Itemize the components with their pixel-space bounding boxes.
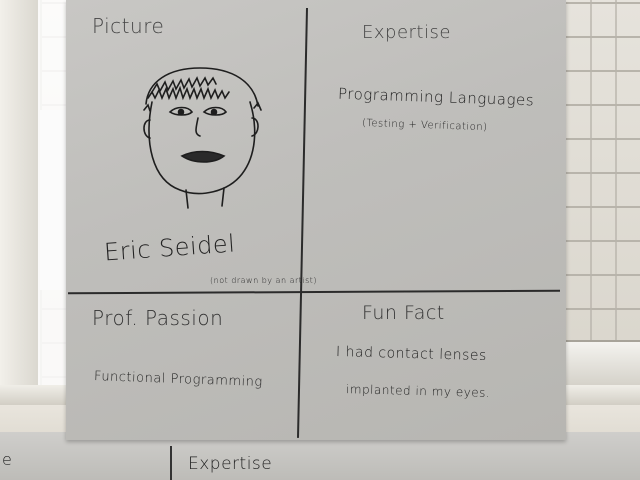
lower-sheet-title: Expertise — [188, 454, 273, 474]
passion-title: Prof. Passion — [92, 306, 224, 330]
lower-sheet: e Expertise — [0, 432, 640, 480]
poster-sheet — [66, 0, 566, 440]
picture-title: Picture — [92, 14, 165, 38]
expertise-title: Expertise — [362, 22, 451, 43]
brick-joint — [590, 0, 592, 430]
brick-joint — [615, 0, 617, 430]
funfact-title: Fun Fact — [362, 302, 445, 324]
lower-sheet-mark: e — [2, 450, 13, 469]
self-portrait-drawing — [143, 67, 262, 209]
lower-sheet-divider — [170, 446, 172, 480]
portrait-caption: (not drawn by an artist) — [210, 276, 318, 285]
window-frame — [0, 0, 42, 410]
